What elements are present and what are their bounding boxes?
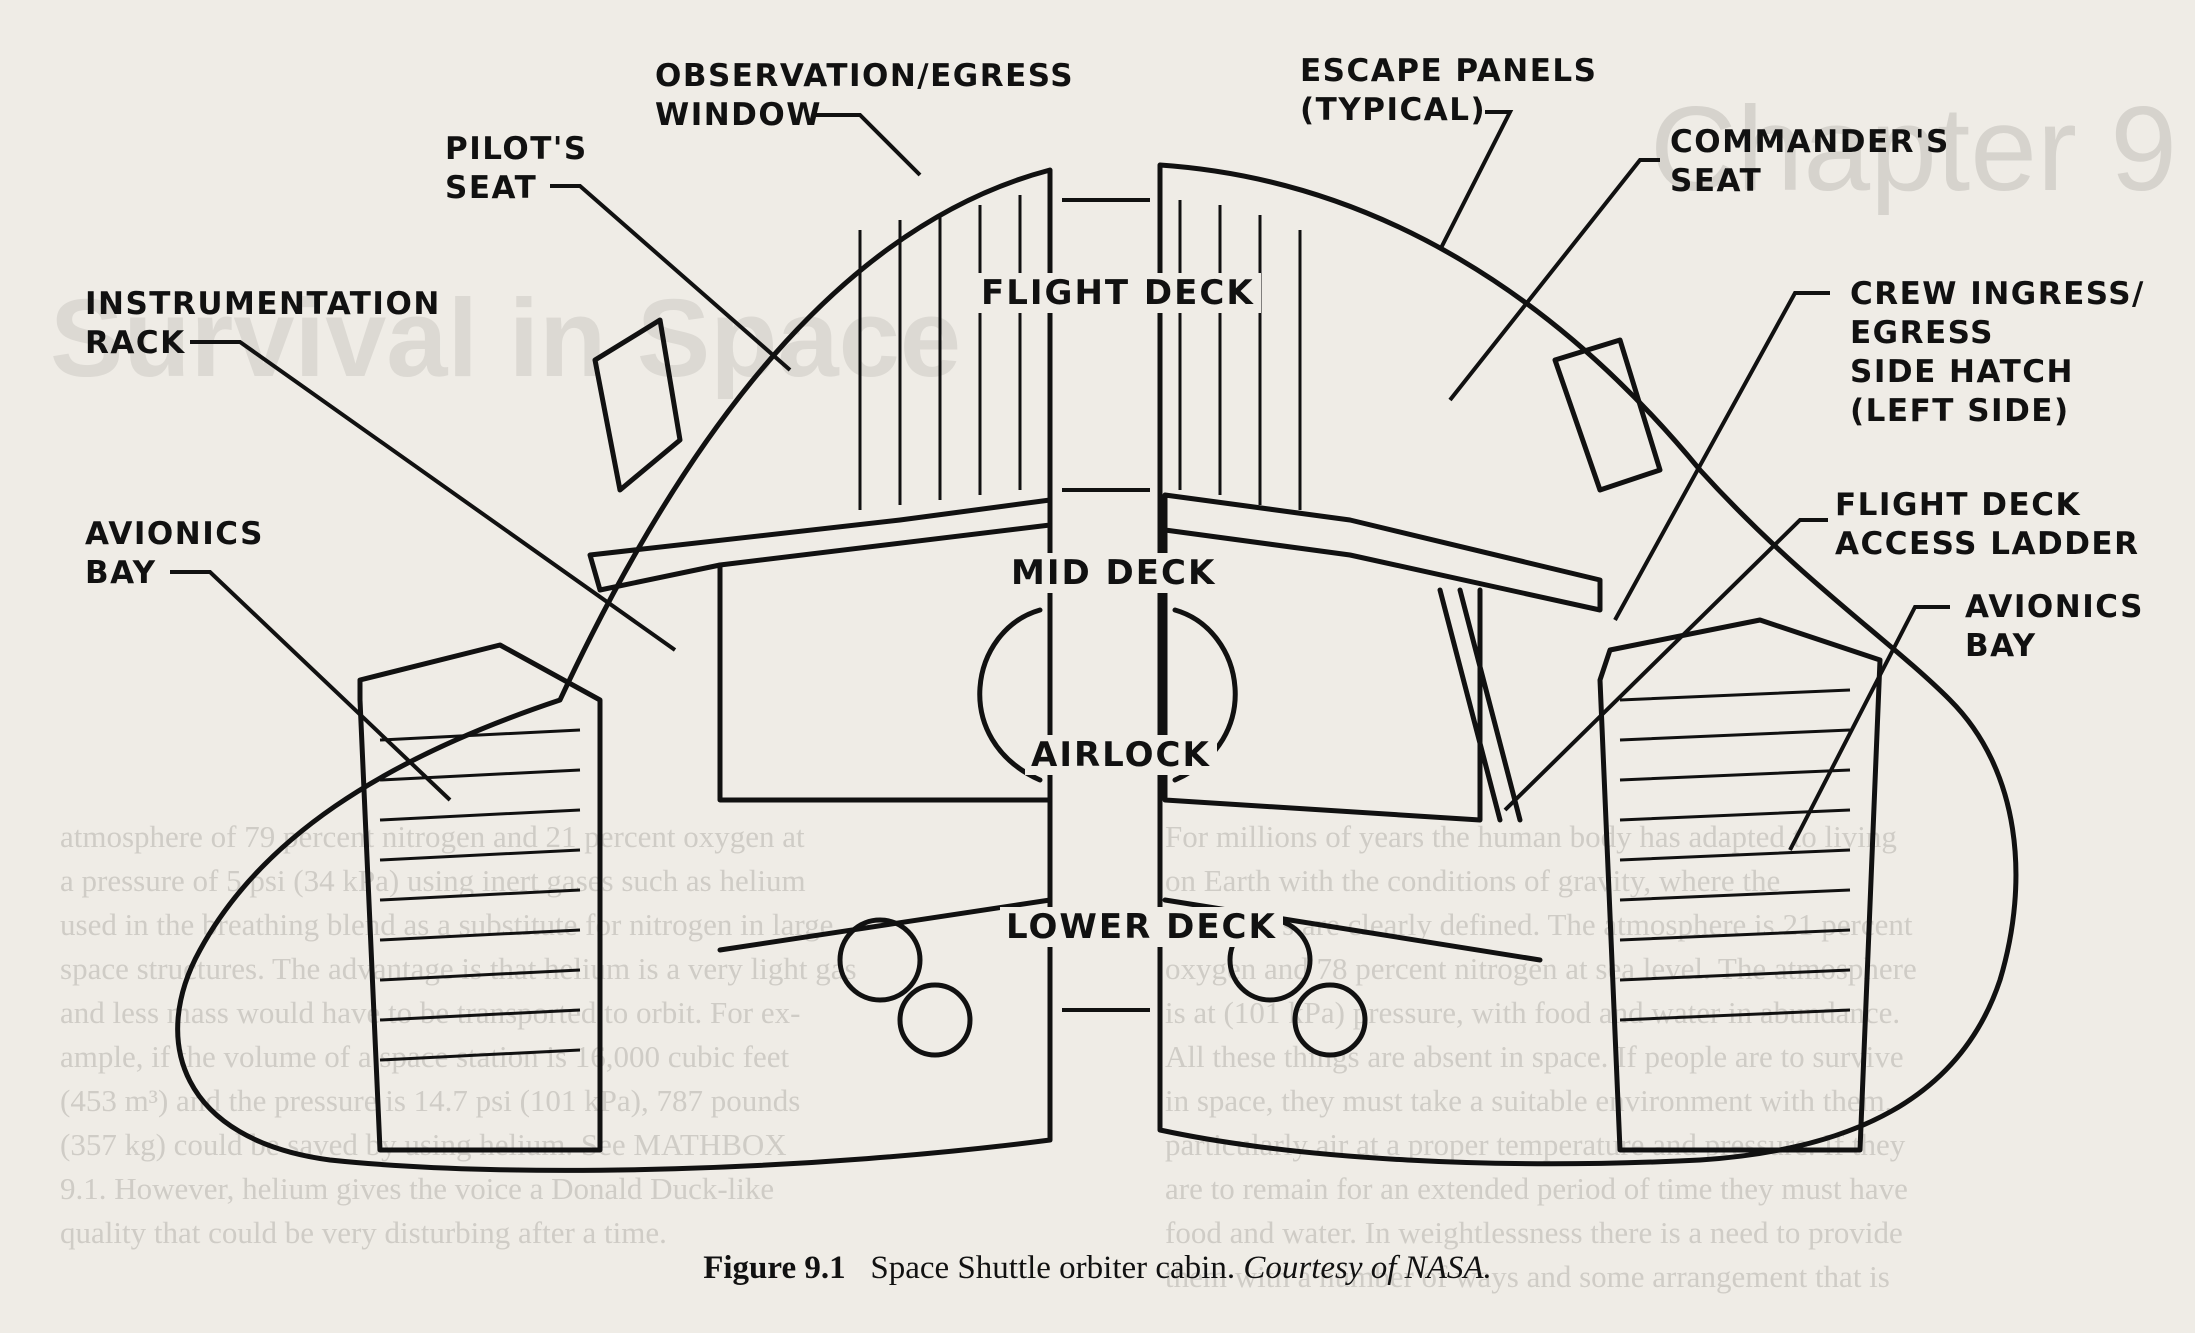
avionics-rack-lines-right <box>1619 688 1851 1022</box>
side-window-right <box>1552 337 1663 493</box>
label-commanders-seat: COMMANDER'S SEAT <box>1670 124 1950 199</box>
flight-deck-panels-right <box>1178 200 1302 510</box>
hull-outline-left <box>175 167 1053 1173</box>
deck-label-mid: MID DECK <box>1005 553 1223 593</box>
label-escape-panels: ESCAPE PANELS (TYPICAL) <box>1300 53 1598 128</box>
deck-label-flight: FLIGHT DECK <box>975 273 1261 313</box>
avionics-bay-right-box <box>1597 617 1883 1153</box>
mid-deck-wall-left <box>717 522 1053 803</box>
caption-credit: Courtesy of NASA. <box>1243 1250 1492 1286</box>
leader-commanders-seat <box>1448 158 1660 402</box>
deck-label-airlock: AIRLOCK <box>1025 735 1217 775</box>
leader-instrumentation-rack <box>190 340 677 652</box>
leader-crew-ingress <box>1613 291 1830 621</box>
leader-avionics-bay-right <box>1788 605 1950 851</box>
label-observation-window: OBSERVATION/EGRESS WINDOW <box>655 58 1075 133</box>
lower-deck-tank-4 <box>1292 982 1368 1058</box>
avionics-bay-left-box <box>357 642 603 1153</box>
access-ladder <box>1437 587 1523 823</box>
leader-escape-panels <box>1438 110 1514 251</box>
label-crew-ingress: CREW INGRESS/ EGRESS SIDE HATCH (LEFT SI… <box>1850 276 2145 429</box>
leader-flight-deck-ladder <box>1503 518 1828 812</box>
avionics-rack-lines-left <box>379 728 581 1062</box>
lower-deck-tank-2 <box>897 982 973 1058</box>
leader-pilots-seat <box>550 184 792 372</box>
flight-deck-panels-left <box>858 195 1022 510</box>
caption-text: Space Shuttle orbiter cabin. <box>870 1250 1236 1286</box>
body-text-left-ghost: atmosphere of 79 percent nitrogen and 21… <box>60 819 857 1250</box>
flight-deck-floor-right <box>1162 492 1603 613</box>
chapter-heading-ghost: Chapter 9 <box>1650 82 2177 216</box>
airlock-hatch-left <box>977 607 1043 783</box>
lower-deck-floor-left <box>717 897 1053 953</box>
label-instrumentation-rack: INSTRUMENTATION RACK <box>85 286 441 361</box>
side-window-left <box>592 317 683 493</box>
mid-deck-wall-right <box>1162 527 1483 823</box>
leader-observation-window <box>815 113 922 177</box>
figure-caption: Figure 9.1 Space Shuttle orbiter cabin. … <box>0 1250 2195 1287</box>
hull-outline-right <box>1157 162 2019 1167</box>
lower-deck-tank-1 <box>837 917 923 1003</box>
deck-label-lower: LOWER DECK <box>1000 907 1283 947</box>
label-pilots-seat: PILOT'S SEAT <box>445 131 588 206</box>
caption-label: Figure 9.1 <box>703 1250 846 1286</box>
label-avionics-bay-left: AVIONICS BAY <box>85 516 264 591</box>
label-avionics-bay-right: AVIONICS BAY <box>1965 589 2144 664</box>
section-heading-ghost: Survival in Space <box>50 277 961 400</box>
leader-avionics-bay-left <box>170 570 452 802</box>
label-flight-deck-access-ladder: FLIGHT DECK ACCESS LADDER <box>1835 487 2140 562</box>
